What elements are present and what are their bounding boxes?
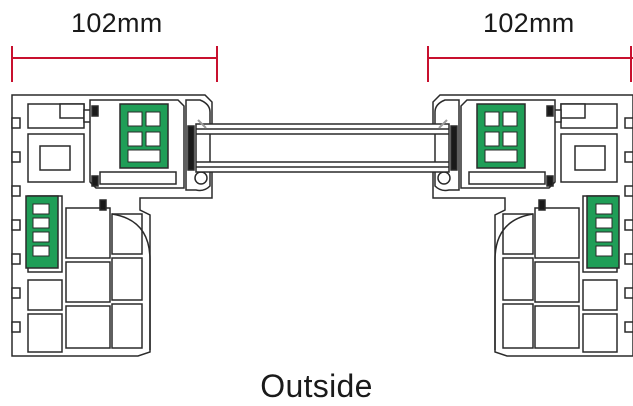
- outside-caption: Outside: [260, 368, 373, 404]
- glazing-unit: [195, 123, 450, 173]
- right-dimension-label: 102mm: [483, 8, 575, 38]
- glazing-gaskets: [197, 119, 448, 129]
- left-dimension-label: 102mm: [71, 8, 163, 38]
- left-frame-profile: [11, 94, 213, 357]
- left-dimension-line: [11, 46, 218, 82]
- right-frame-profile: [432, 94, 633, 357]
- right-dimension-line: [427, 46, 633, 82]
